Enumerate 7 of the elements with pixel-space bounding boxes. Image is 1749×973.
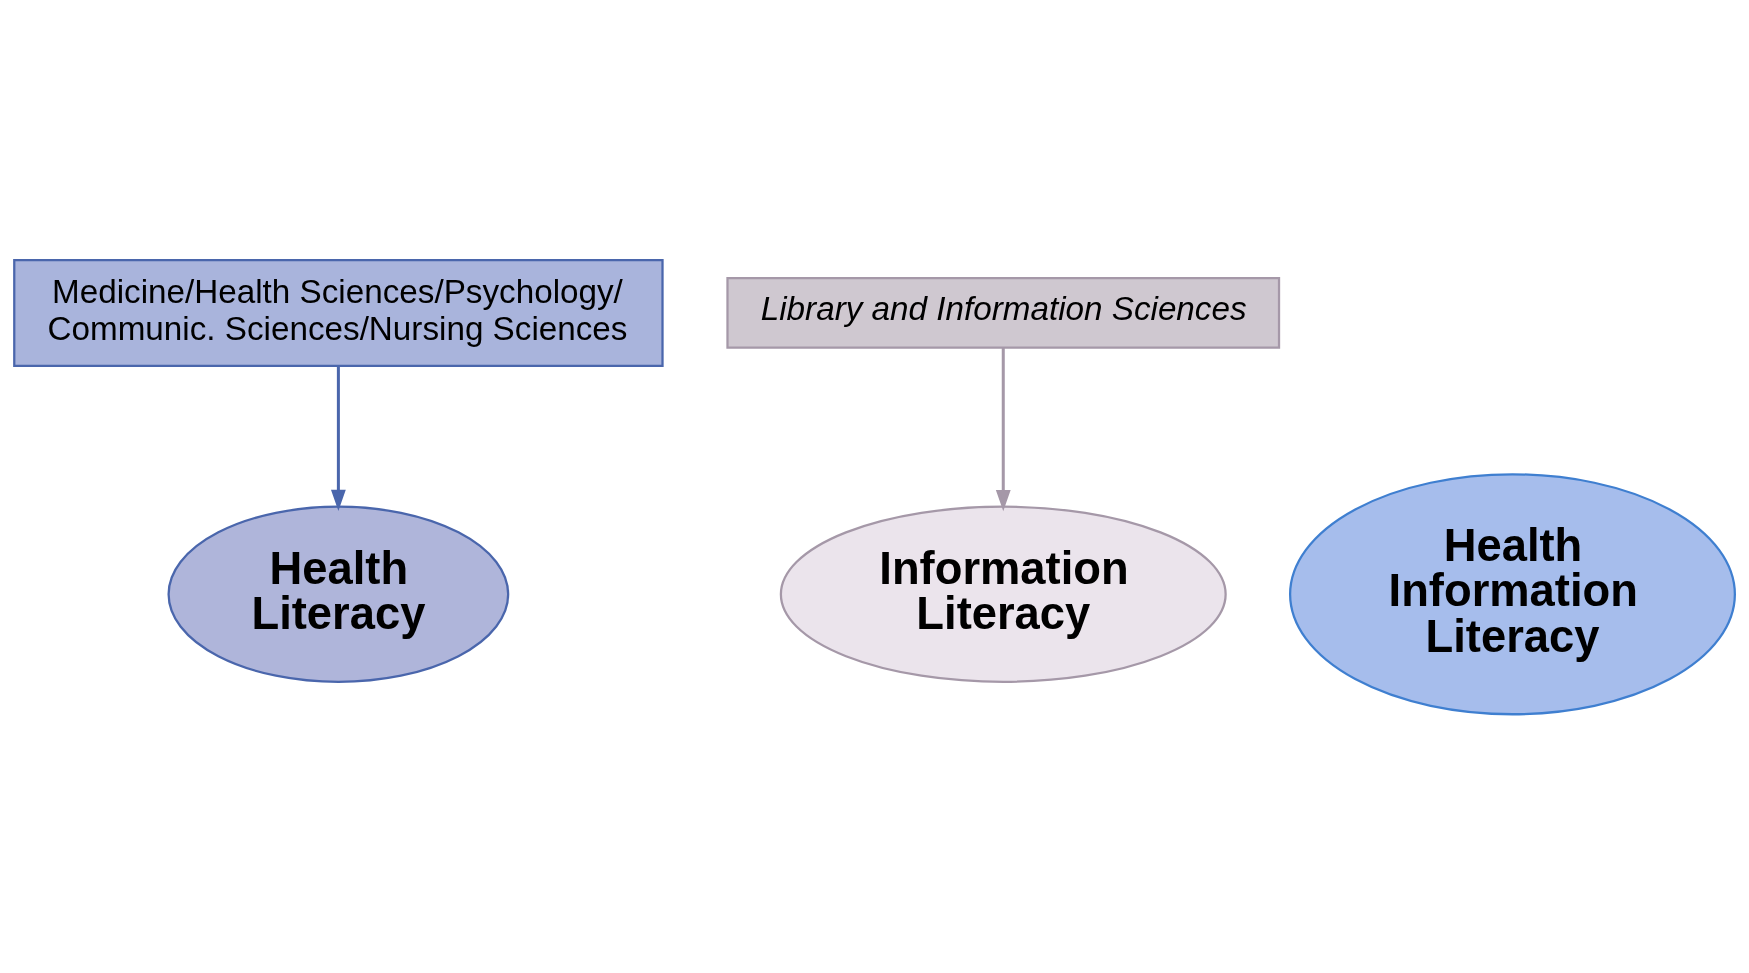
arrow <box>995 347 1011 511</box>
node-ellipse: Health Information Literacy <box>1289 472 1736 715</box>
node-box: Medicine/Health Sciences/Psychology/ Communic. Sciences/Nursing Sciences <box>13 258 664 367</box>
node-ellipse: Health Literacy <box>167 505 510 683</box>
arrow <box>330 365 346 511</box>
node-box: Library and Information Sciences <box>726 276 1281 349</box>
node-ellipse: Information Literacy <box>779 505 1227 683</box>
